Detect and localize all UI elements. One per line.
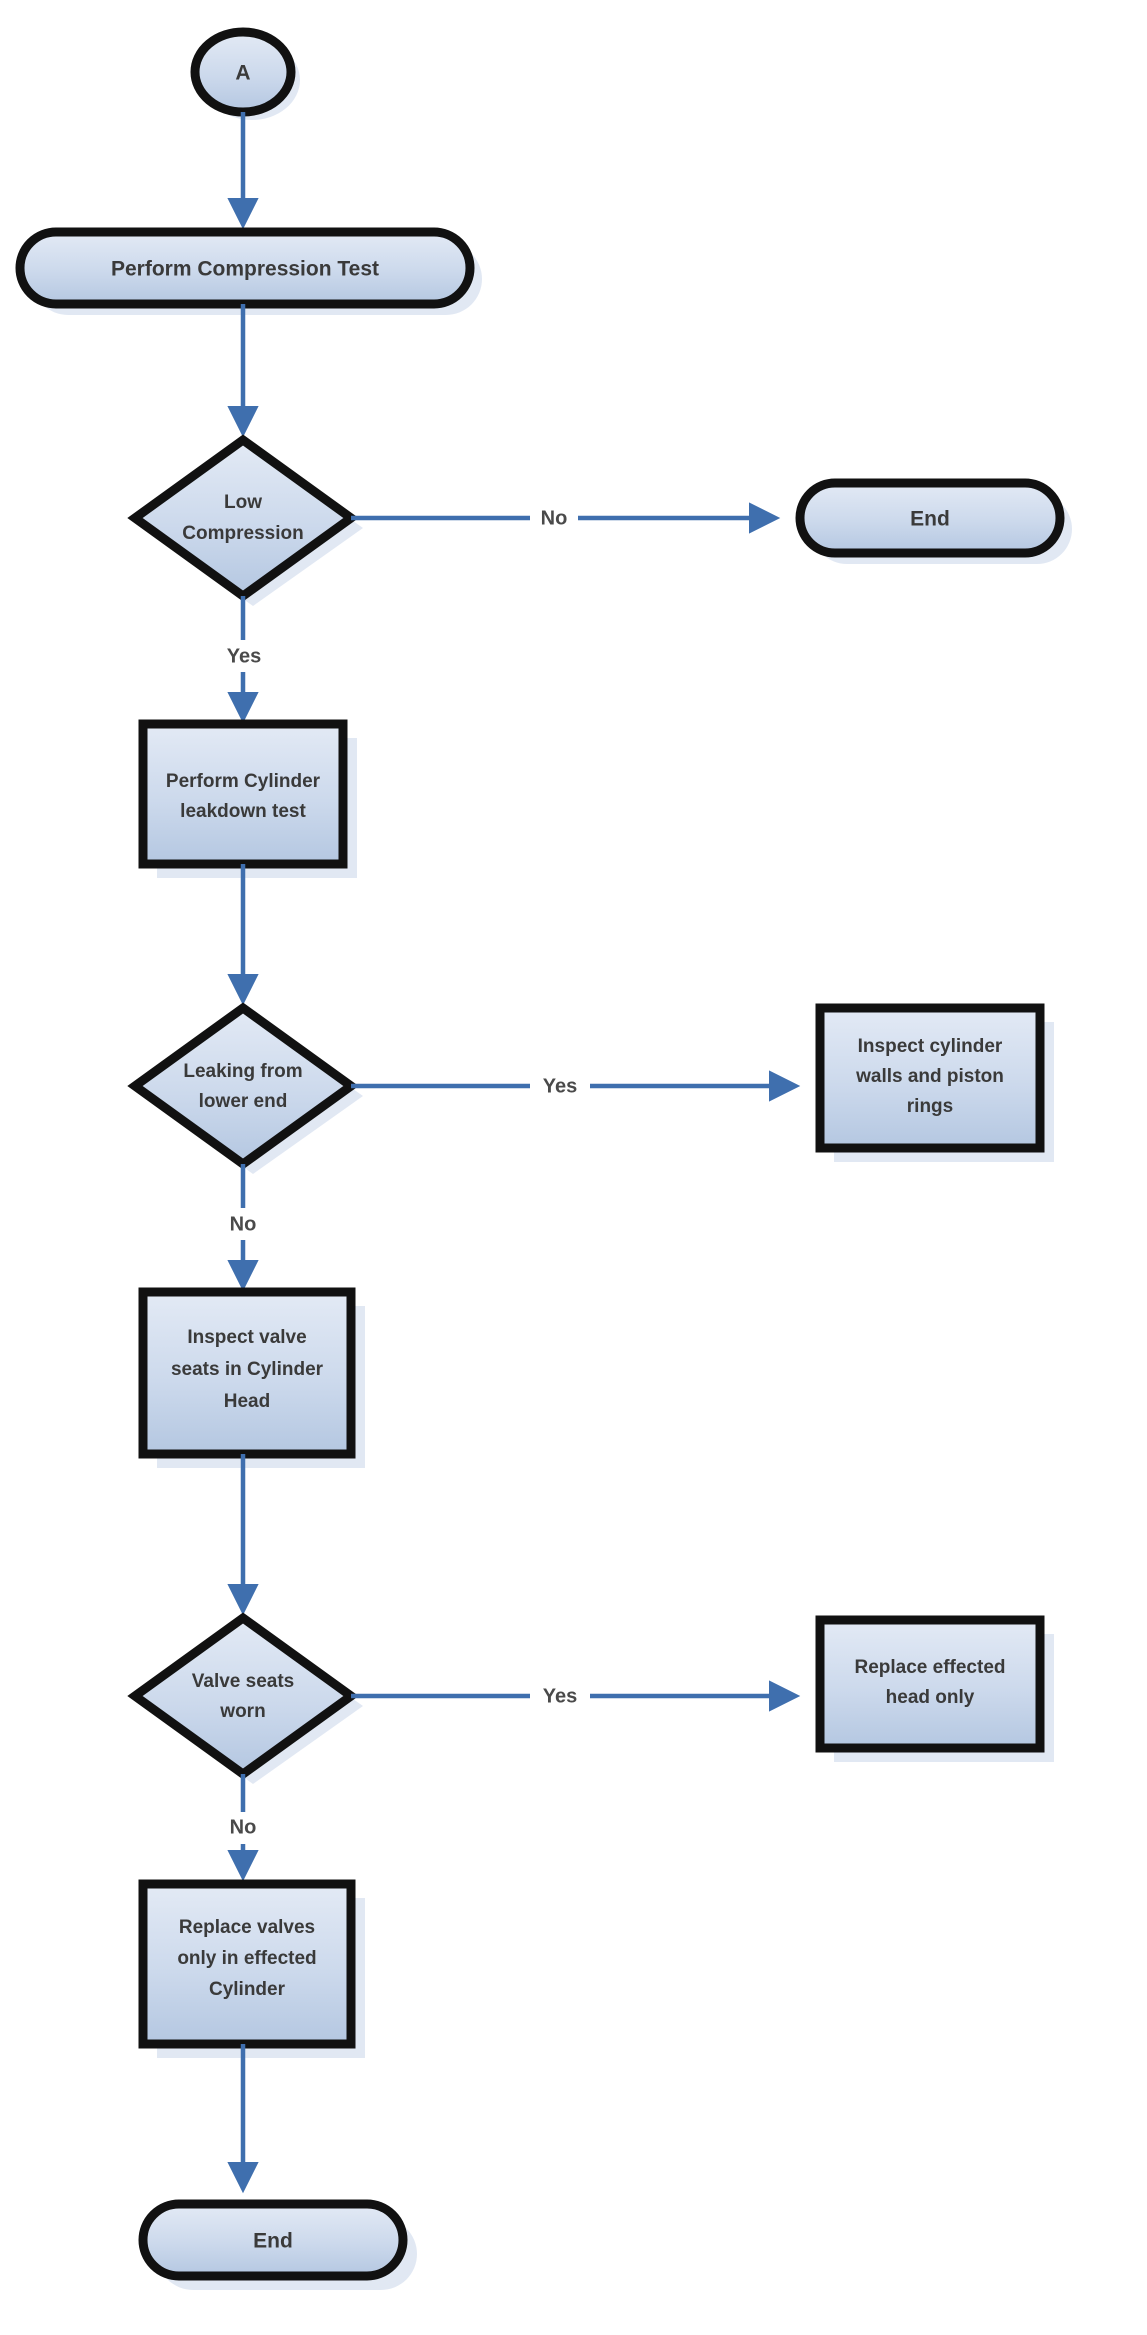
edge-leaking-no-label: No	[230, 1213, 257, 1235]
node-connector-a[interactable]: A	[190, 27, 300, 120]
edge-worn-yes-to-replacehead: Yes	[351, 1680, 801, 1712]
node-inspect-valve-seats-label-line2: seats in Cylinder	[171, 1359, 324, 1380]
node-valve-seats-worn[interactable]: Valve seats worn	[127, 1612, 363, 1784]
node-inspect-valve-seats-label-line3: Head	[224, 1391, 270, 1412]
edge-leaking-no-to-valveseats: No	[218, 1164, 268, 1292]
node-inspect-valve-seats[interactable]: Inspect valve seats in Cylinder Head	[138, 1287, 365, 1468]
node-leakdown-test[interactable]: Perform Cylinder leakdown test	[138, 719, 357, 878]
edge-lowcomp-yes-label: Yes	[227, 645, 261, 667]
node-low-compression-label-line2: Compression	[182, 523, 303, 544]
node-inspect-cylinder-label-line1: Inspect cylinder	[858, 1036, 1003, 1057]
edge-lowcomp-no-label: No	[541, 507, 568, 529]
node-replace-valves-label-line1: Replace valves	[179, 1917, 315, 1938]
node-inspect-valve-seats-label-line1: Inspect valve	[187, 1327, 306, 1348]
edge-lowcomp-yes-to-leakdown: Yes	[216, 596, 272, 724]
node-leakdown-test-label-line2: leakdown test	[180, 801, 306, 822]
edge-worn-no-label: No	[230, 1816, 257, 1838]
node-end-top-label: End	[910, 508, 950, 531]
node-leakdown-test-label-line1: Perform Cylinder	[166, 771, 321, 792]
node-replace-head-label-line1: Replace effected	[854, 1657, 1005, 1678]
node-inspect-cylinder-label-line3: rings	[907, 1096, 953, 1117]
node-end-bottom[interactable]: End	[138, 2199, 417, 2290]
edge-leaking-yes-to-inspectcyl: Yes	[351, 1070, 801, 1102]
node-end-bottom-label: End	[253, 2230, 293, 2253]
node-leaking-lower-end-label-line1: Leaking from	[183, 1061, 302, 1082]
node-compression-test[interactable]: Perform Compression Test	[15, 227, 482, 315]
node-replace-valves[interactable]: Replace valves only in effected Cylinder	[138, 1879, 365, 2058]
edge-worn-yes-label: Yes	[543, 1685, 577, 1707]
node-leaking-lower-end-label-line2: lower end	[199, 1091, 288, 1112]
node-inspect-cylinder-label-line2: walls and piston	[855, 1066, 1004, 1087]
node-valve-seats-worn-label-line2: worn	[219, 1701, 265, 1722]
node-inspect-cylinder[interactable]: Inspect cylinder walls and piston rings	[815, 1003, 1054, 1162]
node-end-top[interactable]: End	[795, 478, 1072, 564]
node-replace-valves-label-line2: only in effected	[177, 1948, 316, 1969]
node-leaking-lower-end[interactable]: Leaking from lower end	[127, 1002, 363, 1174]
node-replace-valves-label-line3: Cylinder	[209, 1979, 286, 2000]
node-replace-head-label-line2: head only	[886, 1687, 975, 1708]
node-valve-seats-worn-label-line1: Valve seats	[192, 1671, 294, 1692]
node-replace-head[interactable]: Replace effected head only	[815, 1615, 1054, 1762]
edge-lowcomp-no-to-end: No	[351, 502, 781, 534]
edge-leaking-yes-label: Yes	[543, 1075, 577, 1097]
edge-worn-no-to-replacevalves: No	[218, 1774, 268, 1882]
node-compression-test-label: Perform Compression Test	[111, 258, 379, 281]
node-low-compression[interactable]: Low Compression	[127, 434, 363, 606]
node-low-compression-label-line1: Low	[224, 492, 262, 513]
node-connector-a-label: A	[235, 62, 250, 85]
